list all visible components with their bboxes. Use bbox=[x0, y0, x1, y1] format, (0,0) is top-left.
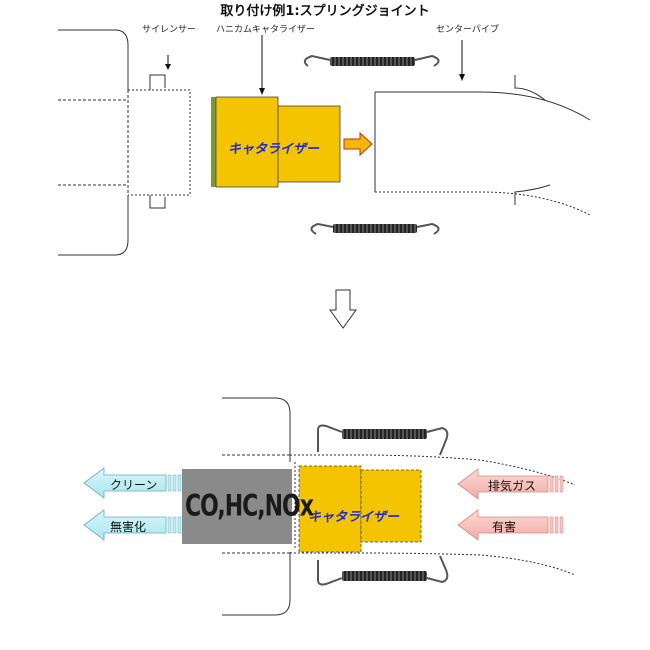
spring-top-upper bbox=[303, 54, 440, 67]
pollutant-box bbox=[182, 469, 292, 544]
silencer-outline-bottom bbox=[222, 397, 291, 616]
catalyzer-text-bottom: キャタライザー bbox=[308, 510, 400, 525]
spring-top-lower bbox=[310, 222, 440, 235]
center-pipe-top bbox=[374, 75, 591, 216]
catalyzer-top bbox=[211, 96, 341, 188]
down-arrow bbox=[329, 289, 357, 329]
output-label-harmless: 無害化 bbox=[110, 520, 147, 534]
catalyzer-pointer-head bbox=[259, 88, 265, 95]
spring-bottom-lower bbox=[317, 555, 449, 586]
input-label-exhaust: 排気ガス bbox=[488, 479, 537, 493]
label-center-pipe: センターパイプ bbox=[436, 25, 499, 35]
clean-arrow-upper bbox=[83, 467, 182, 499]
spring-bottom-upper bbox=[317, 424, 449, 456]
output-label-clean: クリーン bbox=[110, 478, 158, 492]
diagram-title: 取り付け例1:スプリングジョイント bbox=[220, 4, 430, 19]
silencer-outline-top bbox=[58, 29, 191, 256]
label-honeycomb-catalyzer: ハニカムキャタライザー bbox=[216, 25, 316, 35]
catalyzer-bottom bbox=[298, 465, 422, 553]
pollutants-text: CO,HC,NOx bbox=[185, 490, 314, 524]
silencer-pointer-head bbox=[165, 64, 171, 70]
insert-arrow bbox=[343, 131, 373, 157]
input-label-harmful: 有害 bbox=[492, 520, 517, 534]
exhaust-arrow-lower bbox=[457, 509, 564, 541]
exhaust-arrow-upper bbox=[457, 468, 564, 500]
catalyzer-text-top: キャタライザー bbox=[228, 142, 320, 157]
clean-arrow-lower bbox=[83, 509, 182, 541]
center-pipe-bottom bbox=[290, 454, 576, 576]
label-silencer: サイレンサー bbox=[142, 25, 197, 35]
center-pipe-pointer-head bbox=[459, 74, 465, 81]
